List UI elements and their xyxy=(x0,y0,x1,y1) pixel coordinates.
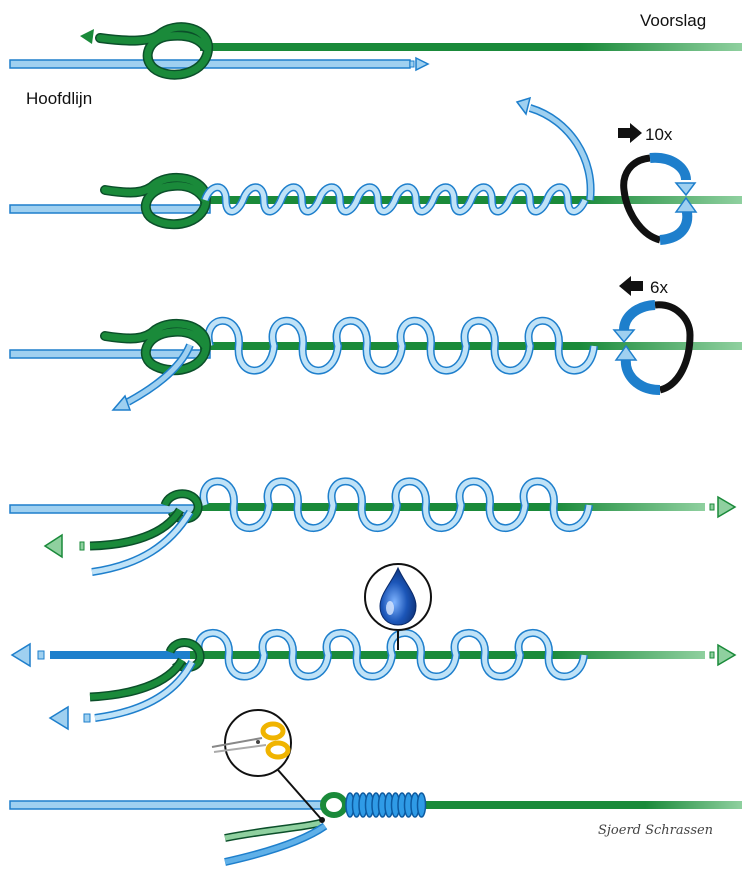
step-5 xyxy=(10,563,737,731)
arrow-left-icon xyxy=(619,276,643,296)
main-line xyxy=(9,349,211,359)
arrow-right-icon xyxy=(618,123,642,143)
main-line xyxy=(9,800,326,810)
main-line xyxy=(9,204,211,214)
step-1 xyxy=(9,22,742,80)
step-3 xyxy=(9,276,742,411)
rotation-icon xyxy=(612,300,694,395)
finished-knot xyxy=(320,792,427,818)
turns-back-label: 6x xyxy=(650,278,668,297)
step-2 xyxy=(9,96,742,245)
leader-line xyxy=(190,651,705,659)
leader-label: Voorslag xyxy=(640,11,706,30)
arrow-left-icon xyxy=(111,394,132,411)
arrow-up-icon xyxy=(515,96,532,116)
arrow-left-icon xyxy=(48,705,69,731)
main-line-label: Hoofdlijn xyxy=(26,89,92,108)
leader-line xyxy=(200,43,742,51)
arrow-right-icon xyxy=(717,643,737,667)
wrap-turn xyxy=(416,792,427,818)
arrow-right-icon xyxy=(717,495,737,519)
turns-forward-label: 10x xyxy=(645,125,673,144)
arrow-left-icon xyxy=(10,642,31,668)
arrow-right-icon xyxy=(415,56,430,72)
arrow-left-icon xyxy=(80,29,94,44)
leader-line xyxy=(200,342,742,350)
main-line xyxy=(9,504,201,514)
water-drop-icon xyxy=(364,563,432,650)
step-4 xyxy=(9,477,737,576)
main-line xyxy=(9,59,411,69)
knot-loop xyxy=(320,792,348,818)
leader-line xyxy=(420,801,742,809)
arrow-left-icon xyxy=(43,533,63,559)
step-6 xyxy=(9,709,742,866)
scissors-icon xyxy=(211,709,325,823)
main-line xyxy=(50,651,190,659)
rotation-icon xyxy=(620,152,698,245)
leader-line xyxy=(200,503,705,511)
signature: Sjoerd Schrassen xyxy=(598,823,713,838)
